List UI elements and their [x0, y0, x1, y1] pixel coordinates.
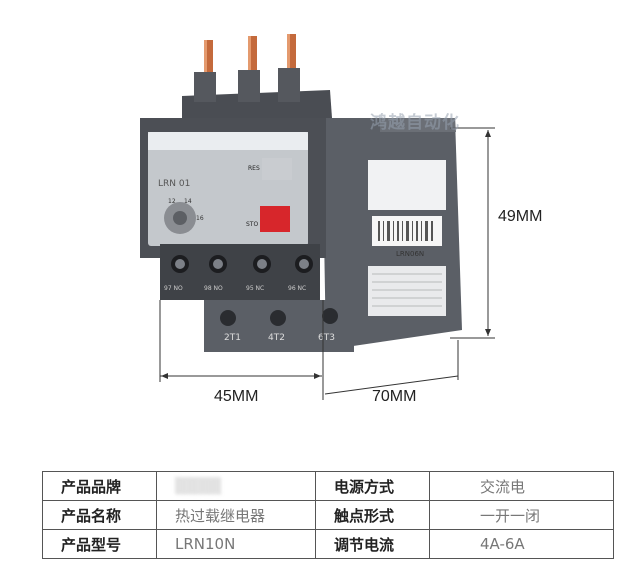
- spec-label: [368, 160, 446, 210]
- svg-text:95 NC: 95 NC: [246, 285, 264, 292]
- svg-text:RES: RES: [248, 165, 260, 172]
- spec-key: 触点形式: [315, 500, 430, 530]
- svg-text:4T2: 4T2: [268, 333, 285, 343]
- spec-value: 4A-6A: [429, 529, 614, 559]
- copper-pins: [204, 34, 296, 100]
- blurred-brand: ▒▒▒▒: [175, 477, 222, 495]
- spec-key: 产品名称: [42, 500, 157, 530]
- width-dimension: 45MM: [214, 388, 259, 405]
- terminal-block: [160, 244, 320, 300]
- spec-key: 产品型号: [42, 529, 157, 559]
- table-row: 产品品牌 ▒▒▒▒ 电源方式 交流电: [42, 471, 614, 501]
- height-dimension: 49MM: [498, 208, 543, 225]
- output-block: [204, 300, 354, 352]
- terminal-screws: [171, 255, 313, 273]
- table-row: 产品型号 LRN10N 调节电流 4A-6A: [42, 529, 614, 559]
- svg-text:16: 16: [196, 215, 204, 222]
- svg-text:14: 14: [184, 198, 192, 205]
- spec-key: 调节电流: [315, 529, 430, 559]
- spec-value: 一开一闭: [429, 500, 614, 530]
- dimension-arrows: [161, 130, 491, 379]
- spec-value: LRN10N: [156, 529, 316, 559]
- dimension-lines: [159, 127, 495, 400]
- svg-text:97 NO: 97 NO: [164, 285, 183, 292]
- svg-text:6T3: 6T3: [318, 333, 335, 343]
- thermal-relay-illustration: LRN 01 12 14 16 RES STO LRN06N 97 NO 98 …: [140, 34, 495, 400]
- spec-table: 产品品牌 ▒▒▒▒ 电源方式 交流电 产品名称 热过载继电器 触点形式 一开一闭…: [42, 471, 614, 559]
- product-photo: LRN 01 12 14 16 RES STO LRN06N 97 NO 98 …: [140, 34, 495, 400]
- stop-button[interactable]: [260, 206, 290, 232]
- svg-text:LRN06N: LRN06N: [396, 250, 424, 258]
- depth-dimension: 70MM: [372, 388, 417, 405]
- spec-value: 交流电: [429, 471, 614, 501]
- svg-text:STO: STO: [246, 221, 258, 228]
- svg-text:2T1: 2T1: [224, 333, 241, 343]
- spec-key: 电源方式: [315, 471, 430, 501]
- svg-text:12: 12: [168, 198, 176, 205]
- spec-value: 热过载继电器: [156, 500, 316, 530]
- spec-value: ▒▒▒▒: [156, 471, 316, 501]
- svg-text:98 NO: 98 NO: [204, 285, 223, 292]
- front-label: LRN 01: [158, 179, 190, 189]
- spec-key: 产品品牌: [42, 471, 157, 501]
- reset-button[interactable]: [262, 158, 292, 180]
- table-row: 产品名称 热过载继电器 触点形式 一开一闭: [42, 500, 614, 530]
- svg-text:96 NC: 96 NC: [288, 285, 306, 292]
- watermark: 鸿越自动化: [370, 113, 460, 133]
